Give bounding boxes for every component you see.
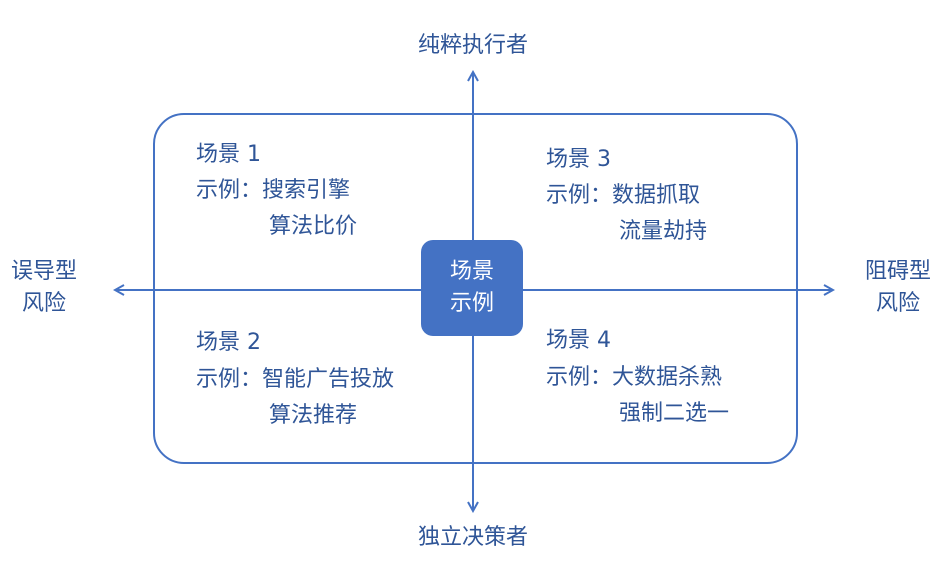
- quadrant-3-example-line-1: 数据抓取: [612, 183, 701, 208]
- axis-top-label: 纯粹执行者: [417, 33, 528, 58]
- quadrant-1-title: 场景 1: [196, 142, 261, 167]
- quadrant-4-example-prefix: 示例：: [546, 365, 613, 390]
- axis-right-label-line-1: 阻碍型: [864, 259, 931, 284]
- quadrant-1-example-prefix: 示例：: [196, 178, 263, 203]
- axis-right-label-line-2: 风险: [875, 291, 920, 316]
- quadrant-4-example-line-2: 强制二选一: [619, 401, 730, 426]
- center-label-line-1: 场景: [449, 259, 494, 284]
- axis-bottom-label: 独立决策者: [417, 525, 528, 550]
- center-box: 场景 示例: [421, 240, 523, 336]
- quadrant-3-example: 示例：数据抓取: [546, 180, 700, 212]
- axis-left-label: 误导型 风险: [4, 256, 84, 320]
- quadrant-4-example: 示例：大数据杀熟: [546, 362, 722, 394]
- quadrant-4-title: 场景 4: [546, 328, 611, 353]
- quadrant-3-example-prefix: 示例：: [546, 183, 613, 208]
- outer-frame: [153, 113, 798, 464]
- quadrant-2-example-line-2: 算法推荐: [269, 403, 358, 428]
- quadrant-2-example-prefix: 示例：: [196, 367, 263, 392]
- axis-right-label: 阻碍型 风险: [858, 256, 938, 320]
- quadrant-1-example-line-1: 搜索引擎: [262, 178, 351, 203]
- axis-left-label-line-1: 误导型: [10, 259, 77, 284]
- quadrant-2-title: 场景 2: [196, 330, 261, 355]
- quadrant-2-example: 示例：智能广告投放: [196, 364, 394, 396]
- quadrant-1-example: 示例：搜索引擎: [196, 175, 350, 207]
- quadrant-4-example-line-1: 大数据杀熟: [612, 365, 723, 390]
- axis-left-label-line-2: 风险: [21, 291, 66, 316]
- quadrant-2-example-line-1: 智能广告投放: [262, 367, 395, 392]
- quadrant-1-example-line-2: 算法比价: [269, 214, 358, 239]
- quadrant-3-title: 场景 3: [546, 147, 611, 172]
- quadrant-3-example-line-2: 流量劫持: [619, 219, 708, 244]
- center-label-line-2: 示例: [449, 291, 494, 316]
